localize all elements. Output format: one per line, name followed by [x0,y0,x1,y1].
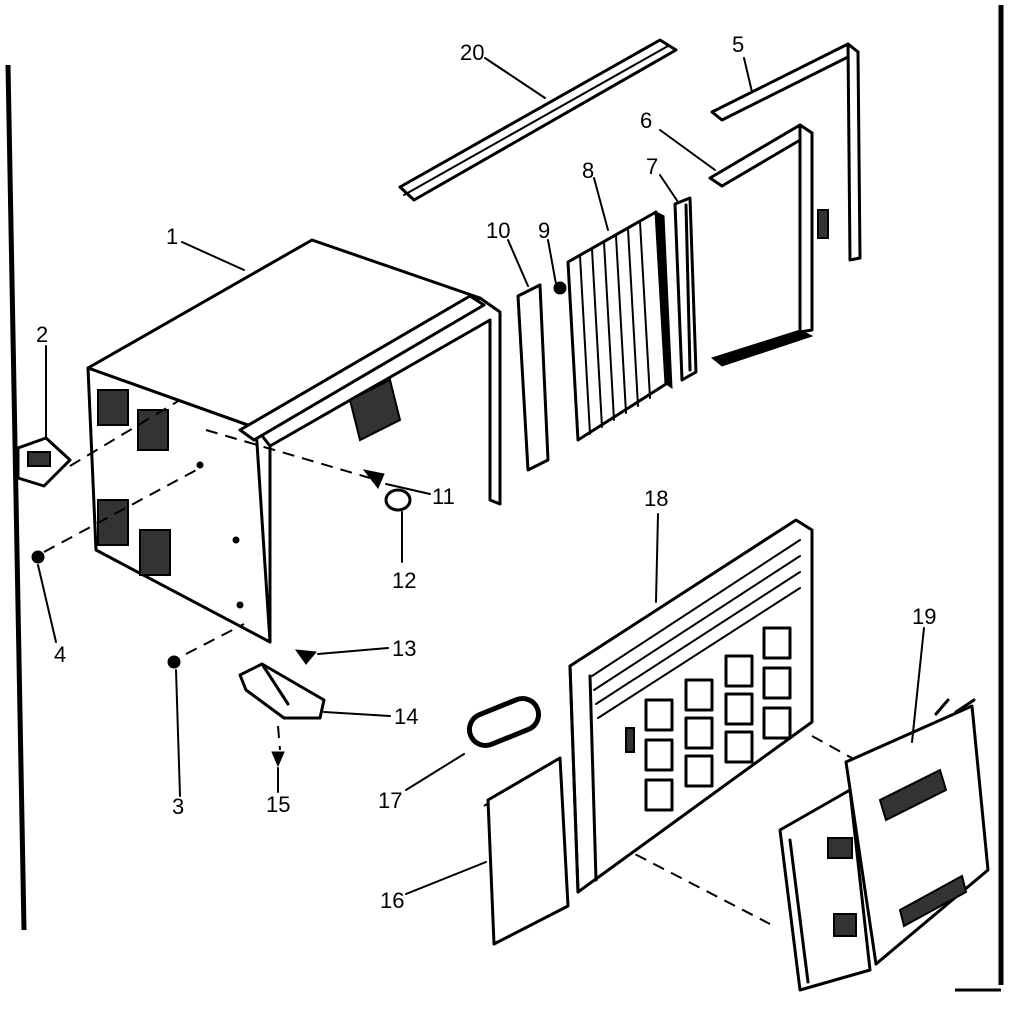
part-16-filter-sheet [486,756,570,946]
callout-6: 6 [640,108,652,133]
callout-20: 20 [460,40,484,65]
leader-lines [37,57,925,895]
part-20-top-strip [398,38,678,202]
callout-11: 11 [432,484,455,509]
callout-2: 2 [36,322,48,347]
callout-12: 12 [392,568,416,593]
part-2-bracket [16,436,72,488]
callout-10: 10 [486,218,510,243]
part-18-front-grille [568,518,814,894]
callout-3: 3 [172,794,184,819]
part-13-screw [294,649,317,665]
part-14-bracket [238,662,326,720]
callout-14: 14 [394,704,418,729]
part-12-plug [384,488,412,512]
part-5-l-frame [710,42,862,262]
part-1-cabinet [86,238,502,644]
part-11-screw [362,469,385,489]
part-4-screw [31,550,45,564]
part-6-side-frame [708,123,814,367]
callout-4: 4 [54,642,66,667]
callout-5: 5 [732,32,744,57]
callout-13: 13 [392,636,416,661]
left-border-line [5,64,27,931]
part-15-screw [271,751,285,768]
part-9-knob [553,281,567,295]
callout-1: 1 [166,224,178,249]
part-7-strip [673,196,698,382]
callout-17: 17 [378,788,402,813]
callout-15: 15 [266,792,290,817]
part-19-control-panel [778,698,990,992]
callout-7: 7 [646,154,658,179]
part-8-filter-grille [566,210,673,442]
callout-18: 18 [644,486,668,511]
callout-19: 19 [912,604,936,629]
callout-8: 8 [582,158,594,183]
callout-9: 9 [538,218,550,243]
part-17-gasket [466,696,542,748]
part-3-screw [167,655,181,669]
part-10-slim-panel [516,283,550,472]
callout-16: 16 [380,888,404,913]
